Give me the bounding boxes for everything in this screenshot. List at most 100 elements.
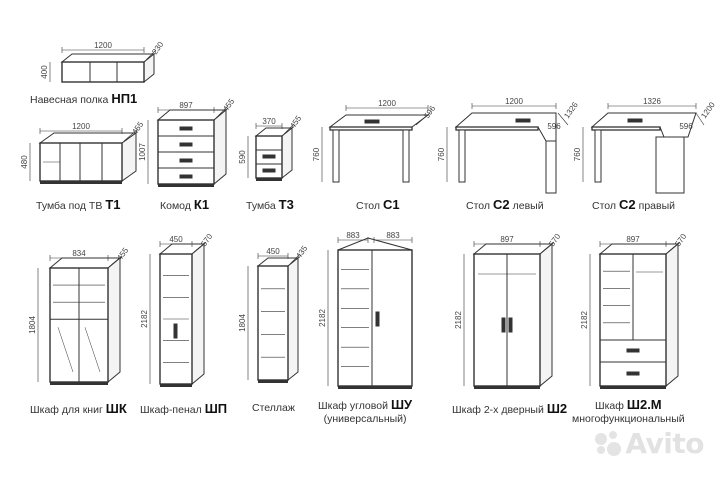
- item-name: Тумба: [246, 200, 276, 212]
- bedside-t3-drawing: 370 455 590: [238, 114, 304, 181]
- width-dimension: 450: [169, 235, 183, 244]
- desk-c2-right-drawing: 1326 1200 596 760: [573, 97, 717, 194]
- shelf-np1-drawing: 1200 230 400: [40, 40, 166, 84]
- height-dimension: 1804: [28, 316, 37, 334]
- depth2-dimension: 596: [679, 122, 693, 131]
- item-name: Шкаф для книг: [30, 404, 103, 416]
- height-dimension: 1804: [238, 314, 247, 332]
- item-code: К1: [193, 197, 210, 212]
- height-dimension: 2182: [140, 310, 149, 328]
- item-code: С2: [493, 197, 510, 212]
- height-dimension: 760: [573, 147, 582, 161]
- width-dimension: 897: [500, 235, 514, 244]
- depth-dimension: 455: [288, 114, 303, 131]
- height-dimension: 1007: [138, 143, 147, 161]
- depth-dimension: 455: [221, 97, 236, 114]
- avito-watermark-text: Avito: [625, 427, 704, 460]
- depth-dimension: 435: [294, 244, 309, 261]
- item-subtitle: (универсальный): [323, 413, 407, 425]
- item-code: Т3: [278, 197, 294, 212]
- item-code: ШУ: [390, 397, 413, 412]
- tv-stand-t1-drawing: 1200 455 480: [20, 120, 146, 184]
- item-name: Шкаф 2-х дверный: [452, 404, 544, 416]
- height-dimension: 480: [20, 155, 29, 169]
- width-dimension: 1326: [643, 97, 661, 106]
- height-dimension: 760: [312, 147, 321, 161]
- wardrobe-sh2m-drawing: 897 570 2182: [580, 232, 689, 389]
- item-caption: Стеллаж: [252, 402, 295, 415]
- width-dimension: 450: [266, 247, 280, 256]
- item-code: Ш2: [546, 401, 568, 416]
- item-name: Стеллаж: [252, 402, 295, 414]
- depth-dimension: 596: [422, 104, 437, 121]
- item-code: ШП: [204, 401, 228, 416]
- depth-dimension: 570: [673, 232, 688, 249]
- depth-dimension: 230: [150, 40, 165, 57]
- depth-dimension: 570: [547, 232, 562, 249]
- item-name: Тумба под ТВ: [36, 200, 103, 212]
- width-dimension: 370: [262, 117, 276, 126]
- avito-logo-icon: [595, 430, 622, 457]
- wardrobe-sh2-drawing: 897 570 2182: [454, 232, 563, 389]
- height-dimension: 590: [238, 150, 247, 164]
- depth2-dimension: 596: [547, 122, 561, 131]
- width-dimension: 883: [386, 231, 400, 240]
- item-code: Т1: [105, 197, 121, 212]
- item-code: С2: [619, 197, 636, 212]
- depth-dimension: 1200: [699, 100, 717, 120]
- width-dimension: 883: [346, 231, 360, 240]
- width-dimension: 897: [626, 235, 640, 244]
- rack-drawing: 450 435 1804: [238, 244, 310, 383]
- item-name: Стол: [356, 200, 381, 212]
- width-dimension: 1200: [505, 97, 523, 106]
- width-dimension: 834: [72, 249, 86, 258]
- item-code: НП1: [111, 91, 138, 106]
- width-dimension: 1200: [94, 41, 112, 50]
- chest-k1-drawing: 897 455 1007: [138, 97, 237, 187]
- height-dimension: 760: [437, 147, 446, 161]
- height-dimension: 2182: [318, 309, 327, 327]
- item-subtitle: многофункциональный: [572, 413, 685, 425]
- item-name: Шкаф: [594, 400, 624, 412]
- item-name: Комод: [160, 200, 191, 212]
- item-code: С1: [383, 197, 400, 212]
- desk-c1-drawing: 1200 596 760: [312, 99, 438, 183]
- item-name: Стол: [466, 200, 491, 212]
- item-name: Стол: [592, 200, 617, 212]
- item-name: Шкаф угловой: [318, 400, 388, 412]
- width-dimension: 897: [179, 101, 193, 110]
- item-suffix: правый: [638, 200, 675, 212]
- depth-dimension: 1326: [562, 100, 580, 120]
- item-code: ШК: [105, 401, 127, 416]
- item-name: Шкаф-пенал: [140, 404, 202, 416]
- height-dimension: 2182: [454, 311, 463, 329]
- height-dimension: 400: [40, 65, 49, 79]
- corner-wardrobe-shu-drawing: 883 883 2182: [318, 231, 413, 389]
- avito-watermark: Avito: [595, 427, 704, 460]
- width-dimension: 1200: [72, 122, 90, 131]
- item-suffix: левый: [512, 200, 544, 212]
- pencil-case-shp-drawing: 450 570 2182: [140, 232, 215, 387]
- depth-dimension: 455: [115, 246, 130, 263]
- depth-dimension: 455: [130, 120, 145, 137]
- height-dimension: 2182: [580, 311, 589, 329]
- item-code: Ш2.М: [626, 397, 662, 412]
- bookcase-shk-drawing: 834 455 1804: [28, 246, 131, 385]
- item-name: Навесная полка: [30, 94, 109, 106]
- depth-dimension: 570: [199, 232, 214, 249]
- width-dimension: 1200: [378, 99, 396, 108]
